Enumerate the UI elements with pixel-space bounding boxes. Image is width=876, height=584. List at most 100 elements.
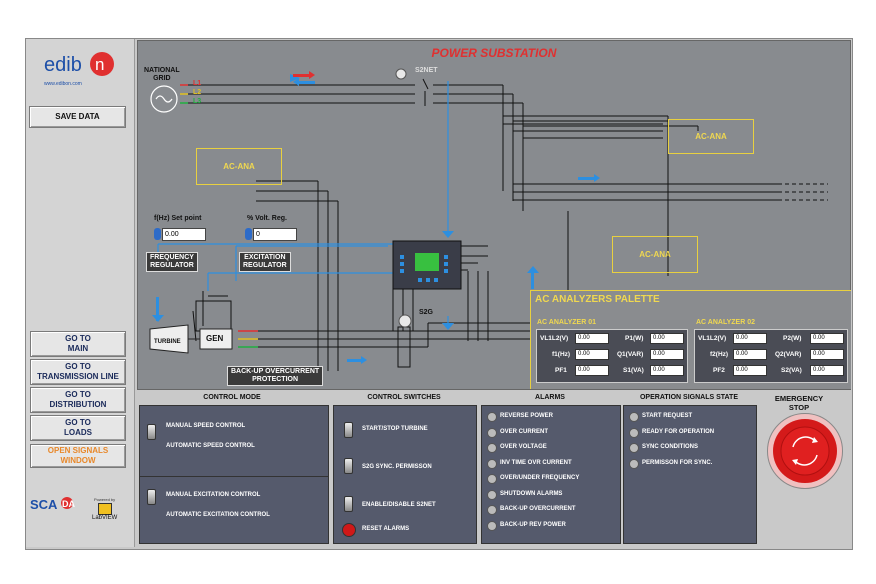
s2net-label: S2NET bbox=[415, 67, 438, 74]
ac-analyzer-box-2: AC-ANA bbox=[668, 119, 754, 154]
analyzer2-panel: VL1L2(V) 0.00 f2(Hz) 0.00 PF2 0.00 P2(W)… bbox=[694, 329, 848, 383]
operation-signals-panel: START REQUEST READY FOR OPERATION SYNC C… bbox=[623, 405, 757, 544]
phase-l1-label: L1 bbox=[193, 80, 202, 87]
s2g-sync-label: S2G SYNC. PERMISSON bbox=[362, 464, 432, 470]
open-signals-window-button[interactable]: OPEN SIGNALS WINDOW bbox=[30, 444, 126, 468]
analyzer2-title: AC ANALYZER 02 bbox=[696, 319, 755, 326]
an1-p-label: P1(W) bbox=[625, 335, 644, 342]
alarm-led bbox=[487, 505, 497, 515]
manual-speed-label: MANUAL SPEED CONTROL bbox=[166, 423, 246, 429]
an2-s-label: S2(VA) bbox=[781, 367, 802, 374]
an1-q-value: 0.00 bbox=[650, 349, 684, 360]
speed-control-panel: MANUAL SPEED CONTROL AUTOMATIC SPEED CON… bbox=[139, 405, 329, 477]
control-switches-panel: START/STOP TURBINE S2G SYNC. PERMISSON E… bbox=[333, 405, 477, 544]
reset-alarms-label: RESET ALARMS bbox=[362, 526, 410, 532]
alarm-led bbox=[487, 459, 497, 469]
an1-vl-label: VL1L2(V) bbox=[540, 335, 569, 342]
emergency-stop-button[interactable] bbox=[767, 413, 843, 489]
alarm-label: BACK-UP OVERCURRENT bbox=[500, 506, 576, 512]
emergency-stop-label: EMERGENCY STOP bbox=[774, 394, 824, 412]
control-switches-title: CONTROL SWITCHES bbox=[367, 394, 441, 401]
an2-f-value: 0.00 bbox=[733, 349, 767, 360]
s2g-label: S2G bbox=[419, 309, 434, 316]
page-title: POWER SUBSTATION bbox=[431, 46, 557, 60]
an2-p-label: P2(W) bbox=[783, 335, 802, 342]
enable-s2net-label: ENABLE/DISABLE S2NET bbox=[362, 502, 436, 508]
an2-q-value: 0.00 bbox=[810, 349, 844, 360]
volt-reg-input[interactable]: 0 bbox=[253, 228, 297, 241]
reset-alarms-button[interactable] bbox=[342, 523, 356, 537]
go-to-main-button[interactable]: GO TO MAIN bbox=[30, 331, 126, 357]
alarms-panel: REVERSE POWER OVER CURRENT OVER VOLTAGE … bbox=[481, 405, 621, 544]
turbine-label: TURBINE bbox=[154, 339, 181, 345]
alarm-label: SHUTDOWN ALARMS bbox=[500, 491, 563, 497]
go-to-distribution-button[interactable]: GO TO DISTRIBUTION bbox=[30, 387, 126, 413]
volt-reg-label: % Volt. Reg. bbox=[247, 215, 287, 222]
emergency-stop-icon bbox=[773, 419, 837, 483]
svg-text:DA: DA bbox=[62, 499, 75, 509]
alarm-led bbox=[487, 412, 497, 422]
volt-reg-spinner[interactable] bbox=[245, 228, 252, 240]
alarm-led bbox=[487, 428, 497, 438]
excitation-control-toggle[interactable] bbox=[147, 489, 156, 505]
substation-diagram: POWER SUBSTATION bbox=[137, 40, 851, 390]
national-grid-label: NATIONAL GRID bbox=[144, 67, 180, 82]
speed-control-toggle[interactable] bbox=[147, 424, 156, 440]
signal-led bbox=[629, 459, 639, 469]
freq-setpoint-spinner[interactable] bbox=[154, 228, 161, 240]
save-data-button[interactable]: SAVE DATA bbox=[29, 106, 126, 128]
go-to-loads-button[interactable]: GO TO LOADS bbox=[30, 415, 126, 441]
alarm-led bbox=[487, 490, 497, 500]
an1-pf-label: PF1 bbox=[555, 367, 567, 374]
an2-pf-value: 0.00 bbox=[733, 365, 767, 376]
alarm-label: BACK-UP REV POWER bbox=[500, 522, 566, 528]
logo-url: www.edibon.com bbox=[44, 81, 82, 87]
labview-label: LabVIEW bbox=[92, 515, 118, 521]
alarm-label: REVERSE POWER bbox=[500, 413, 554, 419]
alarms-title: ALARMS bbox=[535, 394, 565, 401]
an1-pf-value: 0.00 bbox=[575, 365, 609, 376]
start-stop-turbine-label: START/STOP TURBINE bbox=[362, 426, 428, 432]
svg-text:n: n bbox=[95, 55, 104, 74]
alarm-led bbox=[487, 474, 497, 484]
alarm-led bbox=[487, 521, 497, 531]
backup-protection-label: BACK-UP OVERCURRENT PROTECTION bbox=[227, 366, 324, 386]
freq-setpoint-input[interactable]: 0.00 bbox=[162, 228, 206, 241]
an1-q-label: Q1(VAR) bbox=[617, 351, 644, 358]
an2-vl-label: VL1L2(V) bbox=[698, 335, 727, 342]
operation-signals-title: OPERATION SIGNALS STATE bbox=[639, 394, 738, 401]
an1-p-value: 0.00 bbox=[650, 333, 684, 344]
enable-s2net-toggle[interactable] bbox=[344, 496, 353, 512]
svg-text:SCA: SCA bbox=[30, 497, 58, 512]
alarm-label: OVER/UNDER FREQUENCY bbox=[500, 475, 580, 481]
analyzer1-title: AC ANALYZER 01 bbox=[537, 319, 596, 326]
an2-q-label: Q2(VAR) bbox=[775, 351, 802, 358]
auto-excitation-label: AUTOMATIC EXCITATION CONTROL bbox=[166, 512, 270, 518]
an1-f-label: f1(Hz) bbox=[552, 351, 571, 358]
labview-icon bbox=[98, 503, 112, 515]
signal-led bbox=[629, 443, 639, 453]
signal-label: SYNC CONDITIONS bbox=[642, 444, 699, 450]
start-stop-turbine-toggle[interactable] bbox=[344, 422, 353, 438]
ac-analyzer-box-3: AC-ANA bbox=[612, 236, 698, 273]
an2-s-value: 0.00 bbox=[810, 365, 844, 376]
go-to-transmission-line-button[interactable]: GO TO TRANSMISSION LINE bbox=[30, 359, 126, 385]
excitation-regulator-label: EXCITATION REGULATOR bbox=[239, 252, 291, 272]
scada-logo: SCA DA bbox=[30, 494, 80, 524]
signal-led bbox=[629, 428, 639, 438]
s2g-sync-toggle[interactable] bbox=[344, 458, 353, 474]
ac-analyzer-box-1: AC-ANA bbox=[196, 148, 282, 185]
phase-l3-label: L3 bbox=[193, 98, 202, 105]
sidebar: edib n www.edibon.com SAVE DATA GO TO MA… bbox=[26, 39, 135, 547]
control-area: CONTROL MODE MANUAL SPEED CONTROL AUTOMA… bbox=[137, 390, 849, 547]
an2-p-value: 0.00 bbox=[810, 333, 844, 344]
control-mode-title: CONTROL MODE bbox=[203, 394, 261, 401]
gen-label: GEN bbox=[206, 334, 224, 343]
frequency-regulator-label: FREQUENCY REGULATOR bbox=[146, 252, 198, 272]
s2g-switch[interactable] bbox=[399, 315, 411, 327]
an1-s-value: 0.00 bbox=[650, 365, 684, 376]
s2net-switch[interactable] bbox=[396, 68, 408, 80]
freq-setpoint-label: f(Hz) Set point bbox=[154, 215, 202, 222]
an1-f-value: 0.00 bbox=[575, 349, 609, 360]
ac-analyzers-palette: AC ANALYZERS PALETTE AC ANALYZER 01 VL1L… bbox=[530, 290, 851, 389]
